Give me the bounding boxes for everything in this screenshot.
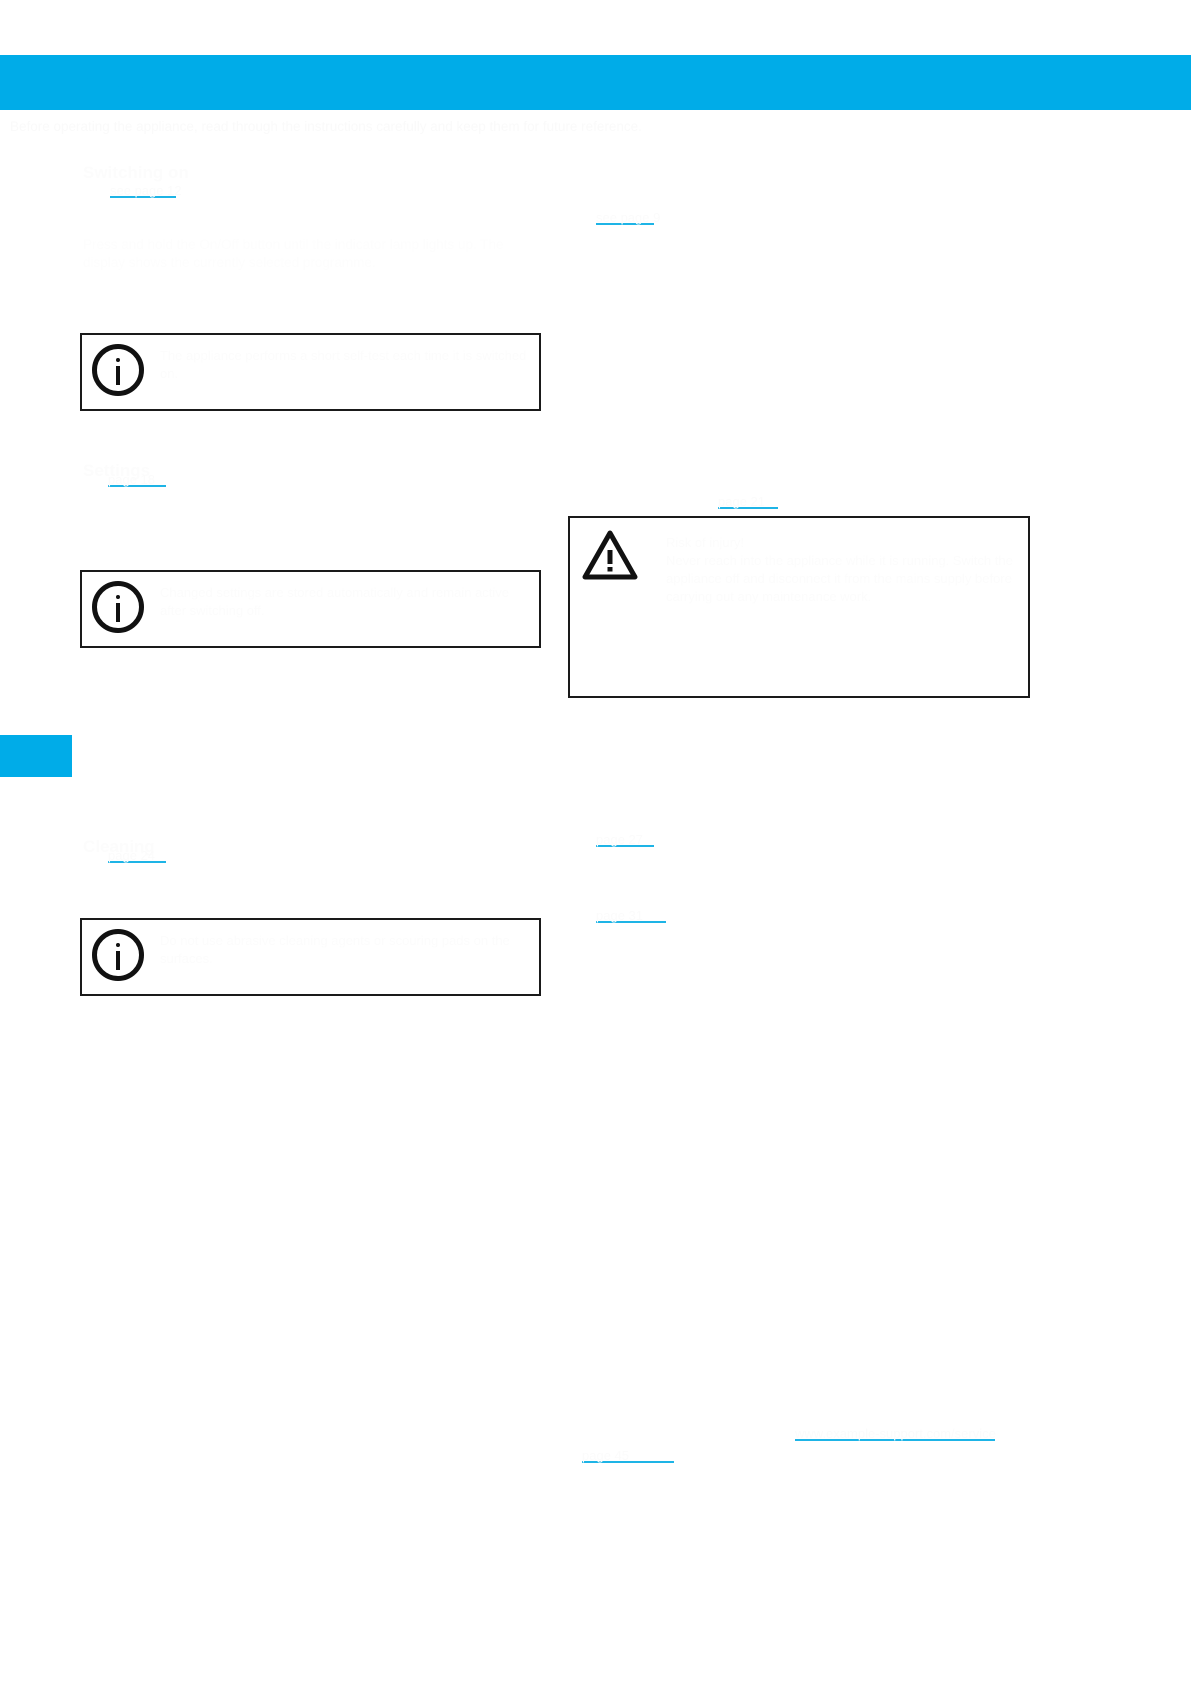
link-right-b[interactable]: page 31 [596, 908, 666, 923]
header-shadow-text: Before operating the appliance, read thr… [10, 119, 642, 134]
info-icon [92, 344, 144, 396]
warning-callout: Risk of injury! Never reach into the app… [568, 516, 1030, 698]
link-left-1[interactable]: see page 12 [110, 183, 182, 198]
link-left-3[interactable]: page 24 [108, 848, 166, 863]
page-tab-label: 4 [10, 747, 19, 764]
section-heading-2: Settings [83, 461, 151, 480]
info-callout-2-text: Changed settings are stored automaticall… [160, 585, 513, 618]
link-left-2[interactable]: page 18 [108, 472, 166, 487]
info-icon [92, 581, 144, 633]
info-icon [92, 929, 144, 981]
link-support-url[interactable]: www.example-support.com/service [795, 1426, 996, 1441]
header-band: Operation [0, 55, 1191, 110]
link-right-a[interactable]: page 27 [596, 832, 654, 847]
info-callout-1: The appliance performs a short self-test… [80, 333, 541, 411]
page-edge-tab[interactable]: 4 [0, 735, 72, 777]
info-callout-2: Changed settings are stored automaticall… [80, 570, 541, 648]
paragraph-1: Press and hold the On/Off button until t… [83, 237, 508, 270]
section-heading-3: Cleaning [83, 837, 155, 856]
warning-callout-text: Risk of injury! Never reach into the app… [666, 535, 1013, 604]
warning-icon [582, 530, 638, 580]
link-right-mid[interactable]: page 21 [718, 494, 778, 509]
section-heading-1: Switching on [83, 163, 189, 182]
info-callout-3: Do not use abrasive cleaning agents or s… [80, 918, 541, 996]
page-title: Operation [84, 72, 170, 93]
info-callout-1-text: The appliance performs a short self-test… [160, 348, 530, 381]
link-right-bottom[interactable]: page 45 [582, 1448, 674, 1463]
info-callout-3-text: Do not use abrasive cleaning agents or s… [160, 933, 514, 966]
link-right-top[interactable]: see page 9 [596, 210, 661, 225]
